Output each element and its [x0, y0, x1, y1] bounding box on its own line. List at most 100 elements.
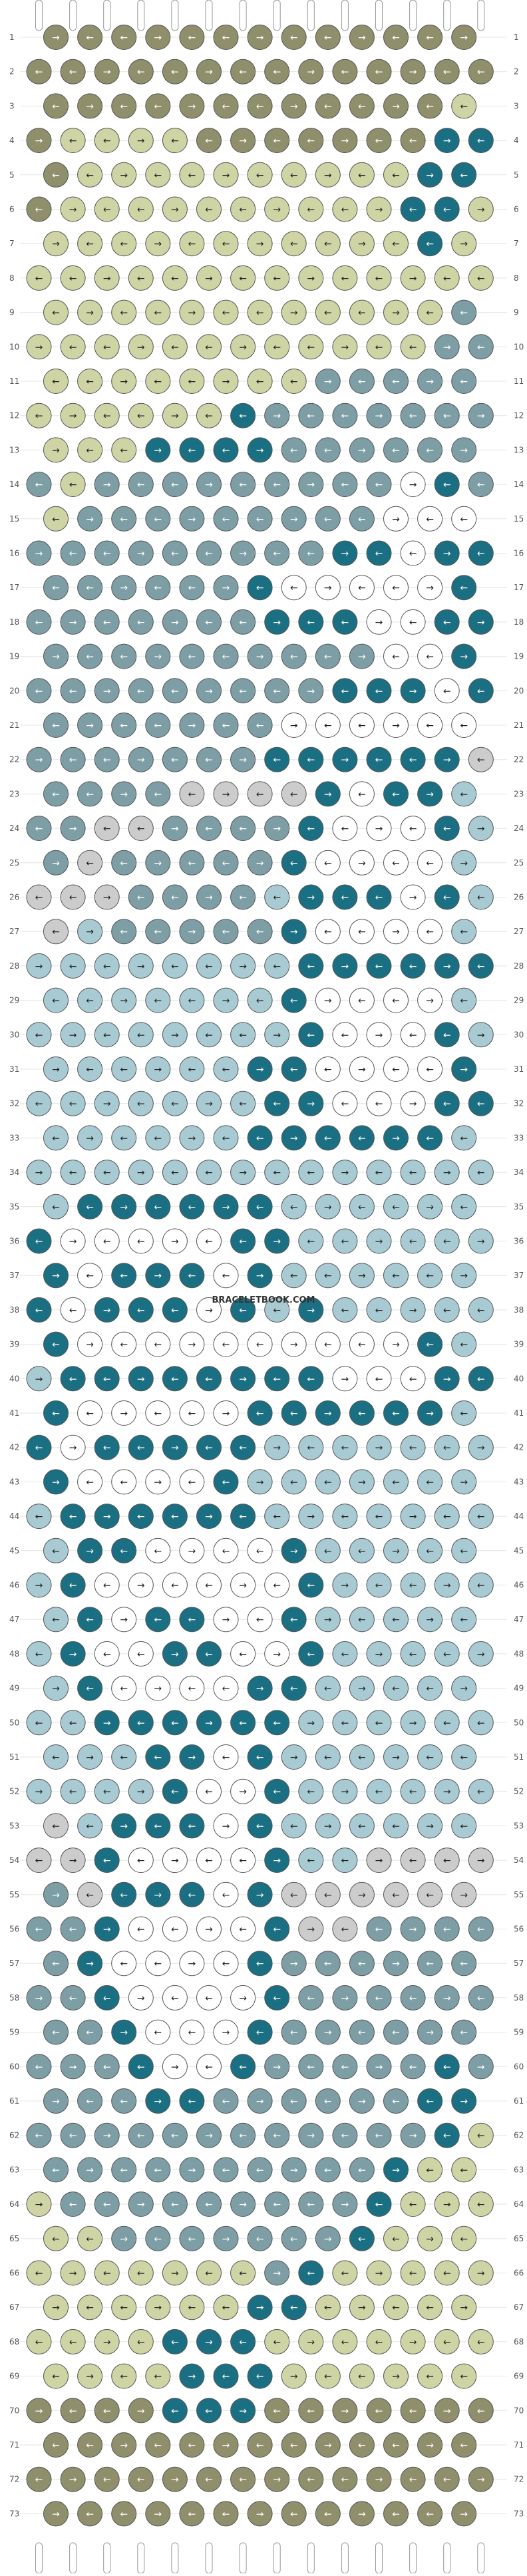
knot-circle [247, 1194, 273, 1219]
knot-circle [383, 1194, 409, 1219]
knot-circle [94, 1228, 120, 1254]
knot-arrow-icon: → [341, 1787, 349, 1798]
knot-circle [247, 1400, 273, 1426]
knot-circle [264, 2191, 290, 2217]
watermark-text: BRACELETBOOK.COM [212, 1295, 315, 1305]
knot-arrow-icon: → [35, 549, 43, 560]
knot-arrow-icon: → [137, 2199, 145, 2210]
knot-circle [468, 2398, 494, 2424]
knot-circle [247, 2295, 273, 2321]
knot-arrow-icon: → [239, 755, 247, 766]
knot-arrow-icon: ← [171, 1787, 179, 1798]
knot-arrow-icon: ← [120, 1959, 128, 1969]
knot-circle [213, 2019, 239, 2045]
knot: ← [315, 919, 341, 945]
knot-circle [315, 1469, 341, 1495]
knot: ← [366, 678, 392, 704]
knot: ← [145, 506, 171, 532]
knot: → [145, 1056, 171, 1082]
knot-circle [111, 2501, 137, 2527]
knot: ← [111, 2501, 137, 2527]
knot: → [230, 2191, 256, 2217]
knot-circle [43, 2225, 69, 2251]
knot: ← [400, 2191, 426, 2217]
knot-circle [196, 2329, 222, 2354]
knot-arrow-icon: ← [171, 1993, 179, 2004]
knot-circle [383, 1675, 409, 1701]
row-number-right: 69 [514, 2372, 524, 2381]
knot-circle [281, 1675, 307, 1701]
knot: ← [366, 59, 392, 84]
knot-arrow-icon: ← [137, 2337, 145, 2348]
knot: ← [298, 1641, 324, 1667]
knot-circle [468, 1985, 494, 2011]
knot: ← [281, 1400, 307, 1426]
knot: → [145, 1881, 171, 1907]
knot-arrow-icon: ← [52, 1202, 60, 1213]
knot-arrow-icon: ← [239, 2269, 247, 2279]
knot: → [247, 850, 273, 876]
knot: ← [451, 2157, 477, 2183]
knot-circle [264, 2122, 290, 2148]
knot-circle [383, 2432, 409, 2458]
knot-circle [77, 1125, 103, 1151]
knot-arrow-icon: ← [120, 927, 128, 937]
knot-arrow-icon: ← [273, 1718, 281, 1728]
knot-arrow-icon: ← [239, 205, 247, 216]
knot-circle [434, 1434, 460, 1460]
knot-arrow-icon: → [341, 549, 349, 560]
knot-circle [434, 816, 460, 842]
knot-arrow-icon: ← [460, 583, 468, 593]
knot: → [162, 1228, 188, 1254]
knot-circle [468, 1090, 494, 1116]
row-number-right: 45 [514, 1546, 524, 1555]
knot-arrow-icon: ← [324, 2303, 332, 2313]
knot-arrow-icon: ← [443, 411, 451, 422]
knot-circle [298, 2260, 324, 2286]
knot-circle [162, 2329, 188, 2354]
knot: ← [213, 93, 239, 119]
knot: → [128, 1778, 154, 1804]
knot-circle [43, 369, 69, 394]
knot: ← [434, 1848, 460, 1873]
knot: → [94, 265, 120, 291]
knot-circle [417, 1607, 443, 1633]
knot: → [247, 643, 273, 669]
row-number-left: 20 [9, 686, 19, 695]
knot-circle [94, 196, 120, 222]
knot-circle [60, 746, 86, 772]
knot-circle [179, 2157, 205, 2183]
knot-arrow-icon: ← [324, 1752, 332, 1763]
knot-circle [128, 472, 154, 498]
knot: → [468, 1022, 494, 1048]
knot-circle [383, 1056, 409, 1082]
knot-circle [60, 1090, 86, 1116]
knot-arrow-icon: → [86, 2372, 94, 2382]
knot-circle [247, 987, 273, 1013]
knot-arrow-icon: ← [188, 583, 196, 593]
knot: ← [315, 2295, 341, 2321]
knot: → [26, 540, 52, 566]
knot-arrow-icon: ← [341, 205, 349, 216]
knot-arrow-icon: → [103, 1512, 111, 1522]
knot: ← [468, 334, 494, 360]
knot-circle [434, 1228, 460, 1254]
knot: ← [298, 402, 324, 428]
knot-arrow-icon: → [103, 893, 111, 903]
knot: ← [366, 1366, 392, 1392]
knot-circle [366, 953, 392, 979]
knot: ← [400, 540, 426, 566]
knot-arrow-icon: → [443, 755, 451, 766]
knot: ← [417, 2295, 443, 2321]
knot: ← [468, 2398, 494, 2424]
knot-circle [281, 1400, 307, 1426]
knot-arrow-icon: → [460, 2303, 468, 2313]
knot: ← [451, 919, 477, 945]
knot-circle [26, 678, 52, 704]
knot-circle [60, 540, 86, 566]
knot-arrow-icon: ← [35, 1030, 43, 1041]
knot: ← [77, 1813, 103, 1839]
knot-arrow-icon: ← [324, 33, 332, 43]
knot-circle [417, 919, 443, 945]
knot: → [434, 1778, 460, 1804]
